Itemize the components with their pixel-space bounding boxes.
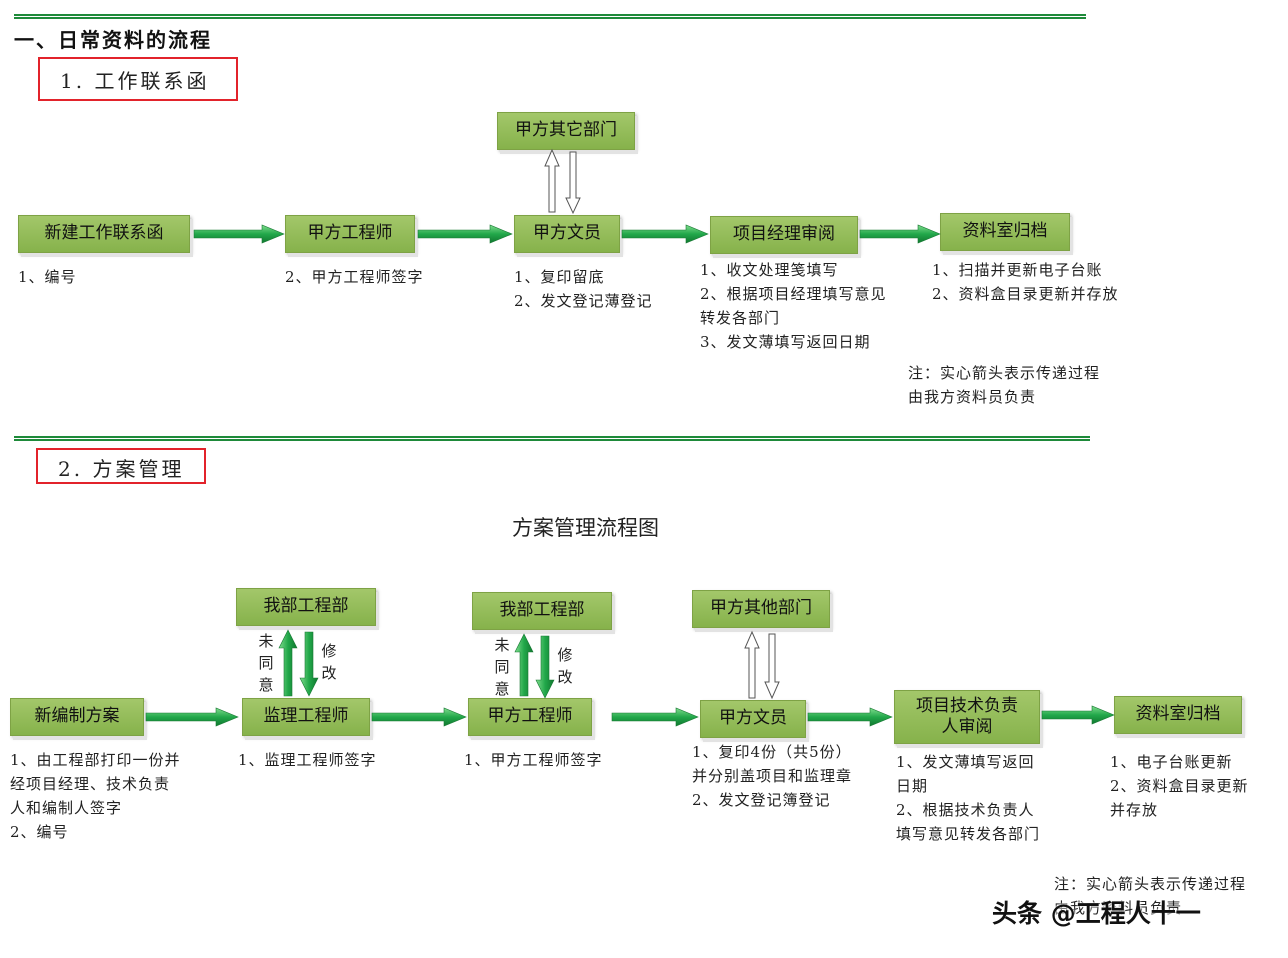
- node-pm-review: 项目经理审阅: [710, 216, 858, 254]
- label-not-agreed-1: 未同意: [258, 632, 274, 694]
- arrow-s2-3: [611, 707, 699, 727]
- note-client-clerk: 1、复印留底 2、发文登记薄登记: [514, 268, 653, 310]
- section1-top-rule: [14, 14, 1086, 19]
- note-new-plan: 1、由工程部打印一份并 经项目经理、技术负责 人和编制人签字 2、编号: [10, 751, 181, 841]
- watermark-text: 头条 @工程人十一: [992, 899, 1201, 928]
- node-client-other-depts-2: 甲方其他部门: [692, 590, 830, 628]
- node-our-eng-dept-2: 我部工程部: [472, 592, 612, 630]
- arrow-up-not-agreed-2: [514, 633, 534, 697]
- arrow-s2-5: [1041, 705, 1115, 725]
- node-client-other-depts: 甲方其它部门: [497, 112, 635, 150]
- node-archive-room: 资料室归档: [940, 213, 1070, 251]
- label-revise-1: 修改: [321, 642, 337, 682]
- arrow-s1-3: [621, 224, 709, 244]
- node-supervising-engineer: 监理工程师: [242, 698, 370, 736]
- section1-heading: 一、日常资料的流程: [14, 28, 212, 52]
- arrow-up-not-agreed-1: [278, 629, 298, 697]
- flowchart-title: 方案管理流程图: [512, 516, 659, 540]
- arrow-s2-4: [807, 707, 893, 727]
- section2-top-rule: [14, 436, 1090, 441]
- arrow-s1-4: [859, 224, 941, 244]
- section2-footnote: 注：实心箭头表示传递过程 由我方资料员负责: [1054, 875, 1247, 917]
- note-client-engineer-2: 1、甲方工程师签字: [464, 751, 603, 769]
- node-new-contact-letter: 新建工作联系函: [18, 215, 190, 253]
- node-new-plan: 新编制方案: [10, 698, 144, 736]
- note-new-contact-letter: 1、编号: [18, 268, 77, 286]
- note-client-clerk-2: 1、复印4份（共5份） 并分别盖项目和监理章 2、发文登记簿登记: [692, 743, 853, 809]
- hollow-arrow-up-s2: [744, 630, 760, 699]
- note-client-engineer: 2、甲方工程师签字: [285, 268, 424, 286]
- hollow-arrow-up-s1: [544, 148, 560, 213]
- arrow-down-revise-1: [299, 631, 319, 697]
- node-tech-lead-review: 项目技术负责人审阅: [894, 690, 1040, 744]
- hollow-arrow-down-s2: [764, 633, 780, 700]
- node-archive-room-2: 资料室归档: [1114, 696, 1242, 734]
- label-revise-2: 修改: [557, 646, 573, 686]
- note-pm-review: 1、收文处理笺填写 2、根据项目经理填写意见 转发各部门 3、发文薄填写返回日期: [700, 261, 887, 351]
- node-client-clerk-2: 甲方文员: [700, 700, 806, 738]
- section2-subheading: 2. 方案管理: [36, 448, 206, 484]
- node-client-engineer-2: 甲方工程师: [468, 698, 592, 736]
- note-archive-room: 1、扫描并更新电子台账 2、资料盒目录更新并存放: [932, 261, 1119, 303]
- node-our-eng-dept-1: 我部工程部: [236, 588, 376, 626]
- arrow-s1-2: [417, 224, 513, 244]
- note-archive-room-2: 1、电子台账更新 2、资料盒目录更新 并存放: [1110, 753, 1249, 819]
- section1-footnote: 注：实心箭头表示传递过程 由我方资料员负责: [908, 364, 1101, 406]
- note-tech-lead-review: 1、发文薄填写返回 日期 2、根据技术负责人 填写意见转发各部门: [896, 753, 1041, 843]
- hollow-arrow-down-s1: [565, 151, 581, 215]
- label-not-agreed-2: 未同意: [494, 636, 510, 698]
- arrow-s2-1: [145, 707, 239, 727]
- note-supervising-engineer: 1、监理工程师签字: [238, 751, 377, 769]
- section1-subheading: 1. 工作联系函: [38, 57, 238, 101]
- node-client-engineer: 甲方工程师: [285, 215, 415, 253]
- arrow-down-revise-2: [535, 635, 555, 699]
- arrow-s2-2: [371, 707, 467, 727]
- node-client-clerk: 甲方文员: [514, 215, 620, 253]
- arrow-s1-1: [193, 224, 285, 244]
